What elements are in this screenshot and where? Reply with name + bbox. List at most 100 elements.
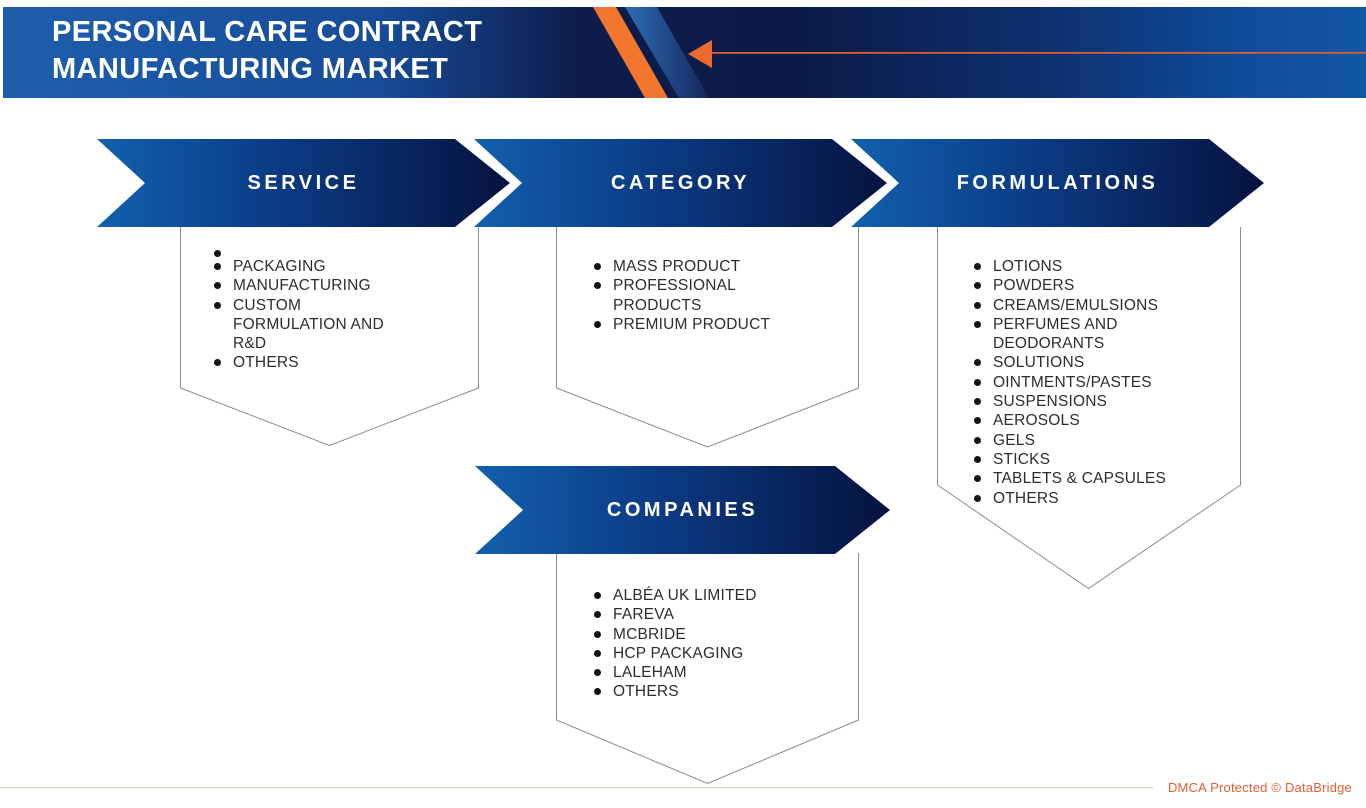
bullet-icon bbox=[974, 398, 981, 406]
page-title-line1: PERSONAL CARE CONTRACT bbox=[52, 16, 483, 48]
list-item-label: TABLETS & CAPSULES bbox=[993, 470, 1167, 488]
bullet-icon bbox=[974, 494, 981, 502]
list-item: PROFESSIONAL PRODUCTS bbox=[590, 276, 785, 315]
list-item: LALEHAM bbox=[590, 663, 815, 682]
companies-ribbon-header: COMPANIES bbox=[475, 466, 890, 554]
header-banner: PERSONAL CARE CONTRACT MANUFACTURING MAR… bbox=[3, 7, 1366, 98]
list-item-label: LALEHAM bbox=[613, 664, 687, 682]
list-item-label: FAREVA bbox=[613, 606, 675, 624]
formulations-pennant-box bbox=[937, 227, 1241, 590]
bullet-icon bbox=[974, 417, 981, 425]
list-item-label: GELS bbox=[993, 431, 1036, 449]
bullet-icon bbox=[594, 688, 601, 696]
bullet-icon bbox=[214, 301, 221, 309]
bullet-icon bbox=[594, 611, 601, 619]
blue-diagonal-stripe-icon bbox=[625, 7, 709, 98]
list-item: FAREVA bbox=[590, 605, 815, 624]
bullet-icon bbox=[974, 455, 981, 463]
bullet-icon bbox=[214, 250, 221, 257]
list-item bbox=[210, 244, 410, 257]
list-item-label: OTHERS bbox=[993, 489, 1059, 507]
list-item: STICKS bbox=[970, 450, 1185, 469]
list-item: GELS bbox=[970, 431, 1185, 450]
left-arrow-icon bbox=[688, 40, 712, 68]
list-item: OTHERS bbox=[590, 682, 815, 701]
list-item-label: OINTMENTS/PASTES bbox=[993, 373, 1152, 391]
list-item-label: ALBÉA UK LIMITED bbox=[613, 587, 757, 604]
list-item-label: PREMIUM PRODUCT bbox=[613, 315, 771, 333]
list-item: HCP PACKAGING bbox=[590, 644, 815, 663]
list-item: TABLETS & CAPSULES bbox=[970, 469, 1185, 488]
formulations-ribbon-header: FORMULATIONS bbox=[851, 139, 1264, 227]
orange-diagonal-stripe-icon bbox=[593, 7, 668, 98]
list-item-label: HCP PACKAGING bbox=[613, 644, 744, 662]
category-pennant-box bbox=[556, 227, 859, 448]
bullet-icon bbox=[594, 592, 601, 599]
list-item-label: MCBRIDE bbox=[613, 625, 686, 643]
bullet-icon bbox=[214, 359, 221, 367]
bullet-icon bbox=[974, 282, 981, 290]
bullet-icon bbox=[974, 436, 981, 444]
bullet-icon bbox=[974, 378, 981, 386]
companies-ribbon-label: COMPANIES bbox=[606, 498, 759, 521]
footer-divider-line bbox=[0, 787, 1153, 788]
list-item-label: PROFESSIONAL PRODUCTS bbox=[613, 277, 736, 314]
list-item-label: AEROSOLS bbox=[993, 412, 1080, 430]
category-ribbon-label: CATEGORY bbox=[610, 171, 751, 194]
list-item-label: SUSPENSIONS bbox=[993, 393, 1108, 411]
list-item: ALBÉA UK LIMITED bbox=[590, 586, 815, 605]
arrow-shaft-line bbox=[712, 52, 1366, 54]
list-item-label: MANUFACTURING bbox=[233, 277, 371, 295]
banner-decoration-graphics bbox=[593, 7, 1366, 98]
list-item: OTHERS bbox=[210, 353, 410, 372]
list-item: OINTMENTS/PASTES bbox=[970, 373, 1185, 392]
category-ribbon-header: CATEGORY bbox=[474, 139, 887, 227]
bullet-icon bbox=[214, 263, 221, 270]
list-item-label: STICKS bbox=[993, 450, 1051, 468]
service-pennant-box bbox=[180, 227, 479, 447]
list-item: CUSTOM FORMULATION AND R&D bbox=[210, 296, 410, 354]
list-item-label: PACKAGING bbox=[233, 258, 326, 275]
list-item: LOTIONS bbox=[970, 257, 1185, 276]
bullet-icon bbox=[974, 359, 981, 367]
bullet-icon bbox=[594, 320, 601, 328]
list-item-label: LOTIONS bbox=[993, 258, 1063, 275]
service-ribbon-header: SERVICE bbox=[97, 139, 510, 227]
formulations-ribbon-label: FORMULATIONS bbox=[956, 171, 1159, 194]
page-title-line2: MANUFACTURING MARKET bbox=[52, 53, 449, 85]
list-item: PERFUMES AND DEODORANTS bbox=[970, 315, 1185, 354]
companies-pennant-box bbox=[556, 553, 859, 785]
bullet-icon bbox=[974, 320, 981, 328]
bullet-icon bbox=[974, 475, 981, 483]
bullet-icon bbox=[214, 282, 221, 290]
list-item: SOLUTIONS bbox=[970, 353, 1185, 372]
list-item: AEROSOLS bbox=[970, 411, 1185, 430]
bullet-icon bbox=[594, 282, 601, 290]
list-item: MANUFACTURING bbox=[210, 276, 410, 295]
bullet-icon bbox=[594, 649, 601, 657]
bullet-icon bbox=[974, 263, 981, 270]
list-item-label: OTHERS bbox=[233, 354, 299, 372]
page-title: PERSONAL CARE CONTRACT MANUFACTURING MAR… bbox=[52, 14, 482, 88]
list-item: MASS PRODUCT bbox=[590, 257, 785, 276]
list-item-label: MASS PRODUCT bbox=[613, 258, 741, 275]
list-item-label: PERFUMES AND DEODORANTS bbox=[993, 315, 1118, 353]
list-item-label: OTHERS bbox=[613, 683, 679, 701]
list-item-label: POWDERS bbox=[993, 277, 1075, 295]
list-item-label: CREAMS/EMULSIONS bbox=[993, 296, 1159, 314]
list-item: PREMIUM PRODUCT bbox=[590, 315, 785, 334]
list-item-label: SOLUTIONS bbox=[993, 354, 1085, 372]
list-item: PACKAGING bbox=[210, 257, 410, 276]
list-item: CREAMS/EMULSIONS bbox=[970, 296, 1185, 315]
bullet-icon bbox=[594, 263, 601, 270]
list-item: SUSPENSIONS bbox=[970, 392, 1185, 411]
service-ribbon-label: SERVICE bbox=[247, 171, 360, 194]
bullet-icon bbox=[594, 669, 601, 677]
list-item: MCBRIDE bbox=[590, 625, 815, 644]
list-item-label: CUSTOM FORMULATION AND R&D bbox=[233, 296, 384, 353]
